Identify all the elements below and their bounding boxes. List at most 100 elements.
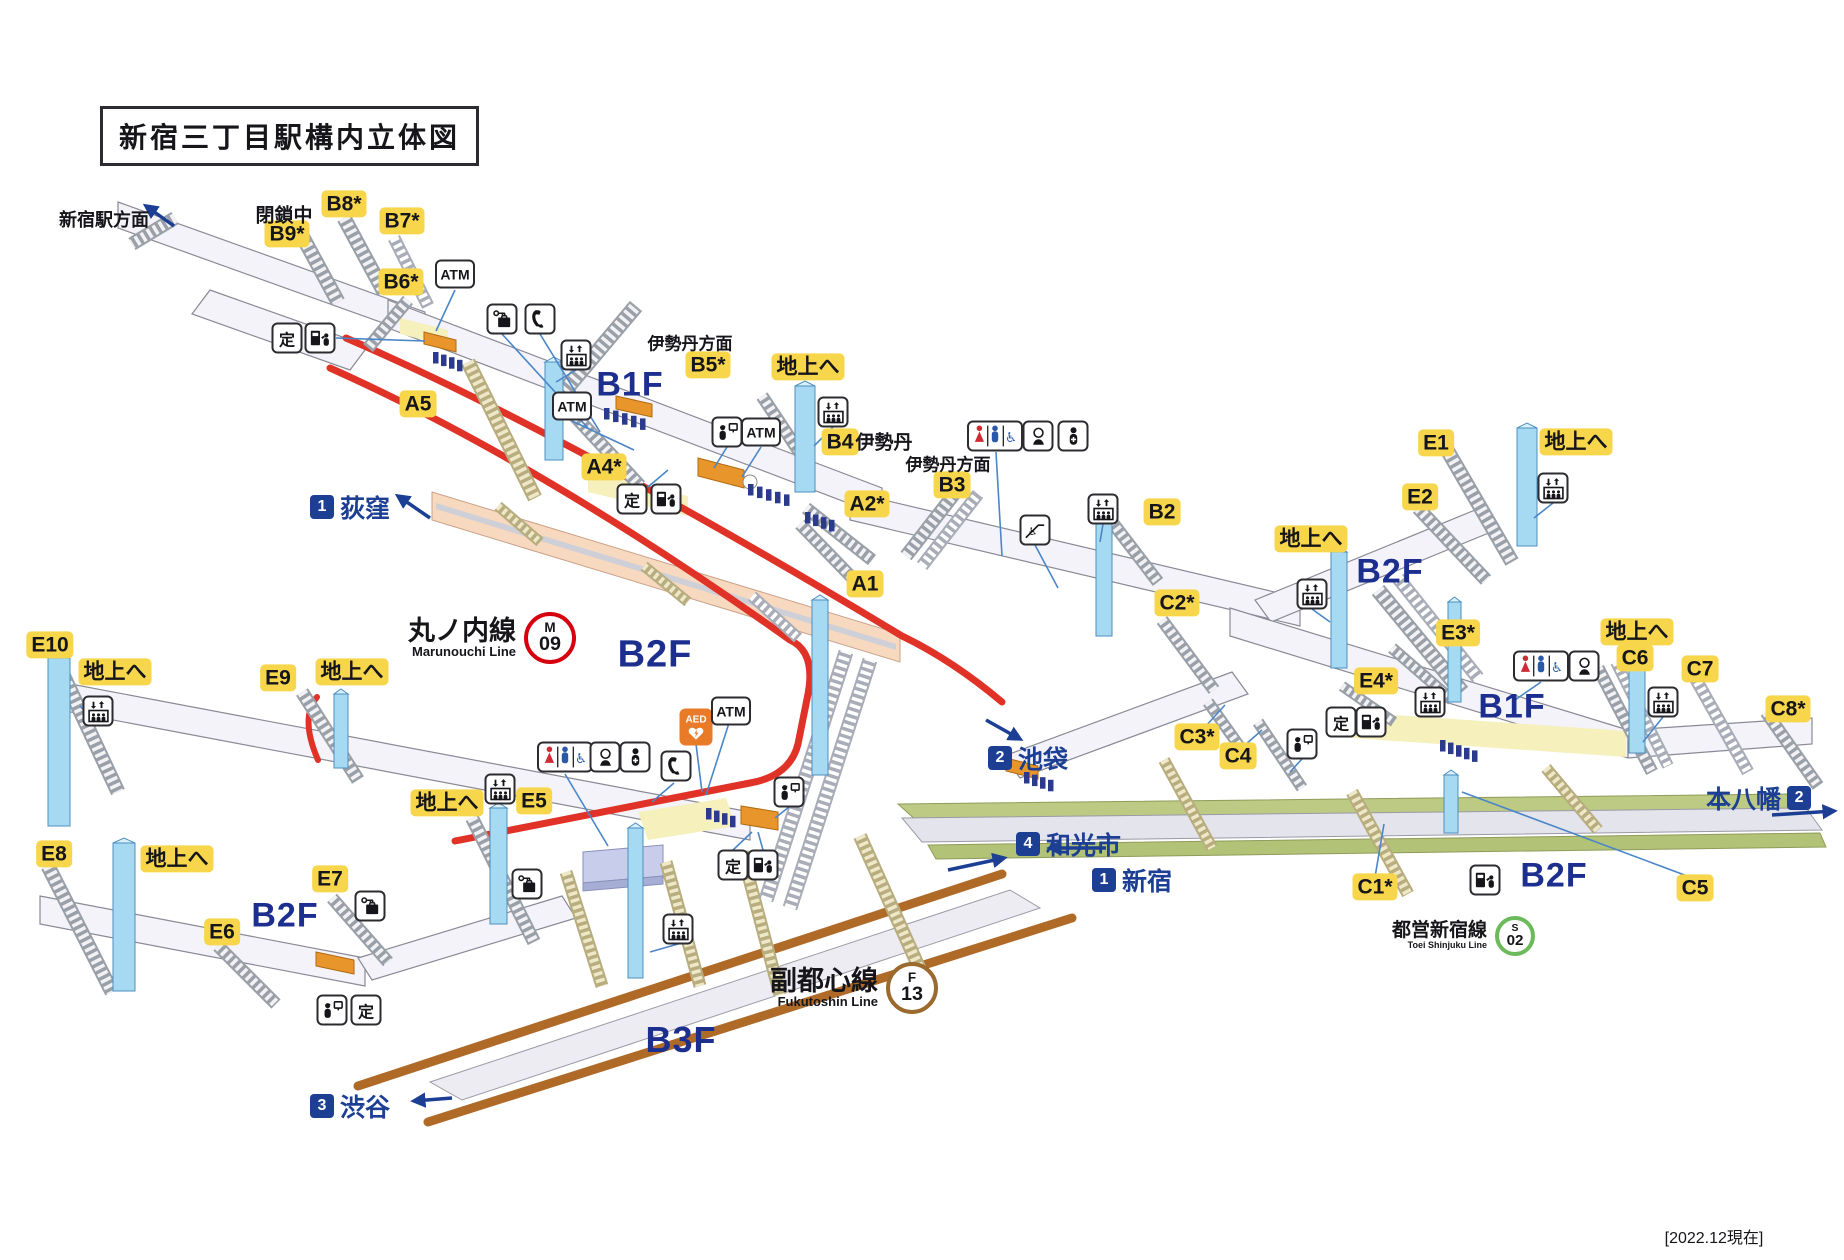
area-note: 伊勢丹方面 bbox=[647, 334, 733, 354]
area-note: 伊勢丹 bbox=[855, 432, 913, 454]
direction-text: 本八幡 bbox=[1706, 786, 1782, 814]
exit-label-E6: E6 bbox=[204, 918, 240, 946]
nursing-icon bbox=[1057, 420, 1089, 452]
line-letter: F bbox=[907, 970, 917, 986]
pointer-lines bbox=[79, 289, 1691, 953]
tvm-icon bbox=[650, 483, 682, 515]
baby-icon bbox=[1022, 420, 1054, 452]
line-number: 13 bbox=[901, 983, 923, 1006]
line-name-en: Fukutoshin Line bbox=[777, 994, 878, 1010]
fare-label: 定 bbox=[724, 859, 741, 876]
svg-text:♿: ♿ bbox=[1005, 430, 1017, 445]
exit-label-C8: C8* bbox=[1765, 695, 1811, 723]
exit-label-B6: B6* bbox=[378, 268, 424, 296]
exit-label-A1: A1 bbox=[846, 570, 884, 598]
direction-number-badge: 3 bbox=[310, 1094, 334, 1118]
exit-label-E9: E9 bbox=[260, 664, 296, 692]
locker-icon bbox=[354, 890, 386, 922]
elevator-icon bbox=[1647, 686, 1679, 718]
elevator-icon bbox=[817, 396, 849, 428]
tvm-icon bbox=[304, 322, 336, 354]
phone-icon bbox=[660, 750, 692, 782]
exit-label-E7: E7 bbox=[312, 865, 348, 893]
line-number: 09 bbox=[539, 633, 561, 656]
fare-icon: 定 bbox=[271, 322, 303, 354]
exit-label-B5: B5* bbox=[685, 351, 731, 379]
atm-label: ATM bbox=[440, 266, 470, 282]
aed-icon: AED bbox=[679, 708, 713, 746]
surface-exit-label: 地上へ bbox=[1539, 428, 1613, 456]
exit-label-C1: C1* bbox=[1352, 873, 1398, 901]
surface-exit-label: 地上へ bbox=[315, 658, 389, 686]
fare-label: 定 bbox=[623, 493, 640, 510]
exit-label-E10: E10 bbox=[26, 631, 74, 659]
direction-text: 新宿 bbox=[1122, 868, 1173, 896]
surface-exit-label: 地上へ bbox=[78, 658, 152, 686]
elevator-icon bbox=[560, 339, 592, 371]
area-note: 伊勢丹方面 bbox=[905, 455, 991, 475]
line-name-jp: 副都心線 bbox=[770, 966, 878, 996]
floor-label-b3f-2: B3F bbox=[645, 1019, 717, 1060]
aed-label: AED bbox=[685, 714, 707, 725]
exit-label-C2: C2* bbox=[1154, 589, 1200, 617]
tvm-icon bbox=[1469, 864, 1501, 896]
elevator-icon bbox=[484, 773, 516, 805]
baby-icon bbox=[1568, 650, 1600, 682]
elevator-icon bbox=[662, 913, 694, 945]
line-name-en: Toei Shinjuku Line bbox=[1407, 940, 1488, 951]
gate-staff-icon bbox=[773, 776, 805, 808]
elevator-icon bbox=[1414, 686, 1446, 718]
line-name-jp: 丸ノ内線 bbox=[408, 616, 516, 646]
gate-staff-icon bbox=[316, 994, 348, 1026]
svg-text:♿: ♿ bbox=[575, 751, 587, 766]
direction-arrows bbox=[142, 203, 1838, 1108]
elevator-icon bbox=[1087, 493, 1119, 525]
tvm-icon bbox=[747, 849, 779, 881]
area-note: 閉鎖中 bbox=[255, 205, 313, 227]
fare-label: 定 bbox=[278, 332, 295, 349]
direction-number-badge: 1 bbox=[1092, 868, 1116, 892]
direction-text: 和光市 bbox=[1046, 832, 1122, 860]
elevator-icon bbox=[82, 695, 114, 727]
surface-exit-label: 地上へ bbox=[140, 845, 214, 873]
fare-icon: 定 bbox=[717, 849, 749, 881]
exit-label-B7: B7* bbox=[379, 207, 425, 235]
exit-label-C7: C7 bbox=[1681, 655, 1719, 683]
baby-icon bbox=[589, 741, 621, 773]
area-note: 新宿駅方面 bbox=[59, 210, 149, 230]
gate-staff-icon bbox=[711, 416, 743, 448]
locker-icon bbox=[511, 868, 543, 900]
nursing-icon bbox=[619, 741, 651, 773]
atm-icon: ATM bbox=[552, 391, 592, 421]
toilet-icon: ♿ bbox=[1513, 650, 1569, 682]
direction-text: 荻窪 bbox=[340, 495, 391, 523]
exit-label-B2: B2 bbox=[1143, 498, 1181, 526]
surface-exit-label: 地上へ bbox=[771, 353, 845, 381]
exit-label-C3: C3* bbox=[1174, 723, 1220, 751]
exit-label-C4: C4 bbox=[1219, 742, 1257, 770]
elevator-icon bbox=[1537, 472, 1569, 504]
exit-label-E4: E4* bbox=[1354, 667, 1398, 695]
direction-text: 渋谷 bbox=[340, 1094, 391, 1122]
surface-exit-label: 地上へ bbox=[1274, 525, 1348, 553]
atm-label: ATM bbox=[746, 424, 776, 440]
line-number: 02 bbox=[1506, 931, 1524, 949]
fare-label: 定 bbox=[357, 1004, 374, 1021]
floor-label-b2f-1: B2F bbox=[617, 633, 693, 676]
fare-icon: 定 bbox=[616, 483, 648, 515]
svg-text:♿: ♿ bbox=[1028, 526, 1037, 538]
